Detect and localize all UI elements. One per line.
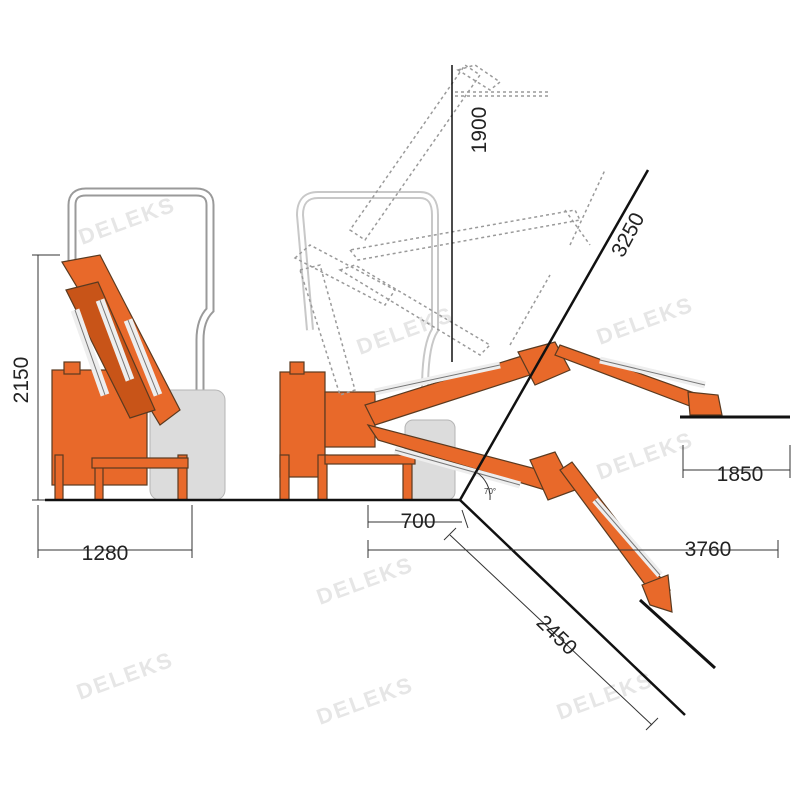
watermark: DELEKS	[553, 667, 657, 725]
oil-cap	[289, 361, 305, 375]
watermark: DELEKS	[593, 427, 697, 485]
ghost-head-slope	[509, 274, 551, 346]
watermark: DELEKS	[313, 552, 417, 610]
angle-label: 70°	[484, 487, 496, 496]
dim-label-slope-reach: 3250	[607, 209, 649, 261]
frame-leg	[54, 454, 64, 501]
watermark: DELEKS	[593, 292, 697, 350]
hydraulic-cylinder-edge	[127, 319, 159, 396]
watermark: DELEKS	[75, 192, 179, 250]
dim-label-width: 1280	[82, 542, 129, 565]
dimension-lines	[32, 254, 791, 731]
ghost-arm-folded	[293, 244, 397, 306]
dim-line-slope-down	[449, 534, 653, 726]
frame-beam	[91, 457, 189, 469]
ghost-boom-mid	[348, 209, 582, 261]
ghost-head	[564, 209, 591, 246]
hydraulic-cylinder-edge	[99, 299, 131, 381]
ghost-arm-folded-2	[299, 264, 356, 396]
frame-beam	[324, 454, 416, 465]
hydraulic-cylinder-edge	[599, 359, 706, 386]
ghost-boom-vertical	[348, 63, 482, 242]
cutting-bar-lower	[638, 598, 717, 670]
dim-tick	[461, 509, 469, 529]
boom-second-section-lower	[559, 461, 671, 599]
dim-tick	[645, 717, 659, 731]
dim-label-offset: 700	[400, 510, 435, 533]
hydraulic-cylinder-edge	[594, 499, 661, 576]
oil-cap	[63, 361, 81, 375]
dim-label-horizontal-reach: 1850	[717, 463, 764, 486]
frame-leg	[279, 454, 290, 501]
watermark: DELEKS	[313, 672, 417, 730]
dim-label-reach-up: 1900	[468, 107, 491, 154]
hydraulic-cylinder-edge	[74, 309, 106, 396]
dim-label-slope-down: 2450	[532, 611, 582, 660]
dim-label-total-reach: 3760	[685, 538, 732, 561]
folded-boom-inner	[65, 281, 156, 419]
ghost-head-top	[569, 169, 606, 246]
ghost-arm-slope	[338, 264, 492, 356]
boom-slope-down	[366, 424, 717, 670]
rollbar-ghost	[295, 191, 439, 391]
watermark: DELEKS	[353, 302, 457, 360]
hydraulic-cylinder-edge	[394, 449, 521, 486]
ghost-positions	[293, 63, 606, 396]
tractor-side-view	[51, 187, 226, 501]
watermark: DELEKS	[73, 647, 177, 705]
angle-arc	[475, 471, 491, 501]
ground-lines	[45, 65, 686, 716]
mower-head-lower	[641, 574, 673, 613]
rollbar-ghost-inner	[297, 193, 437, 391]
slope-up-line	[458, 169, 650, 501]
rollbar-inner	[69, 189, 213, 400]
ghost-joint	[456, 64, 502, 91]
dim-label-height: 2150	[10, 357, 33, 404]
dim-tick	[443, 527, 457, 541]
slope-down-line	[459, 499, 686, 716]
mower-head	[687, 391, 723, 416]
hydraulic-cylinder-edge	[374, 364, 501, 393]
boom-mount	[324, 391, 376, 448]
